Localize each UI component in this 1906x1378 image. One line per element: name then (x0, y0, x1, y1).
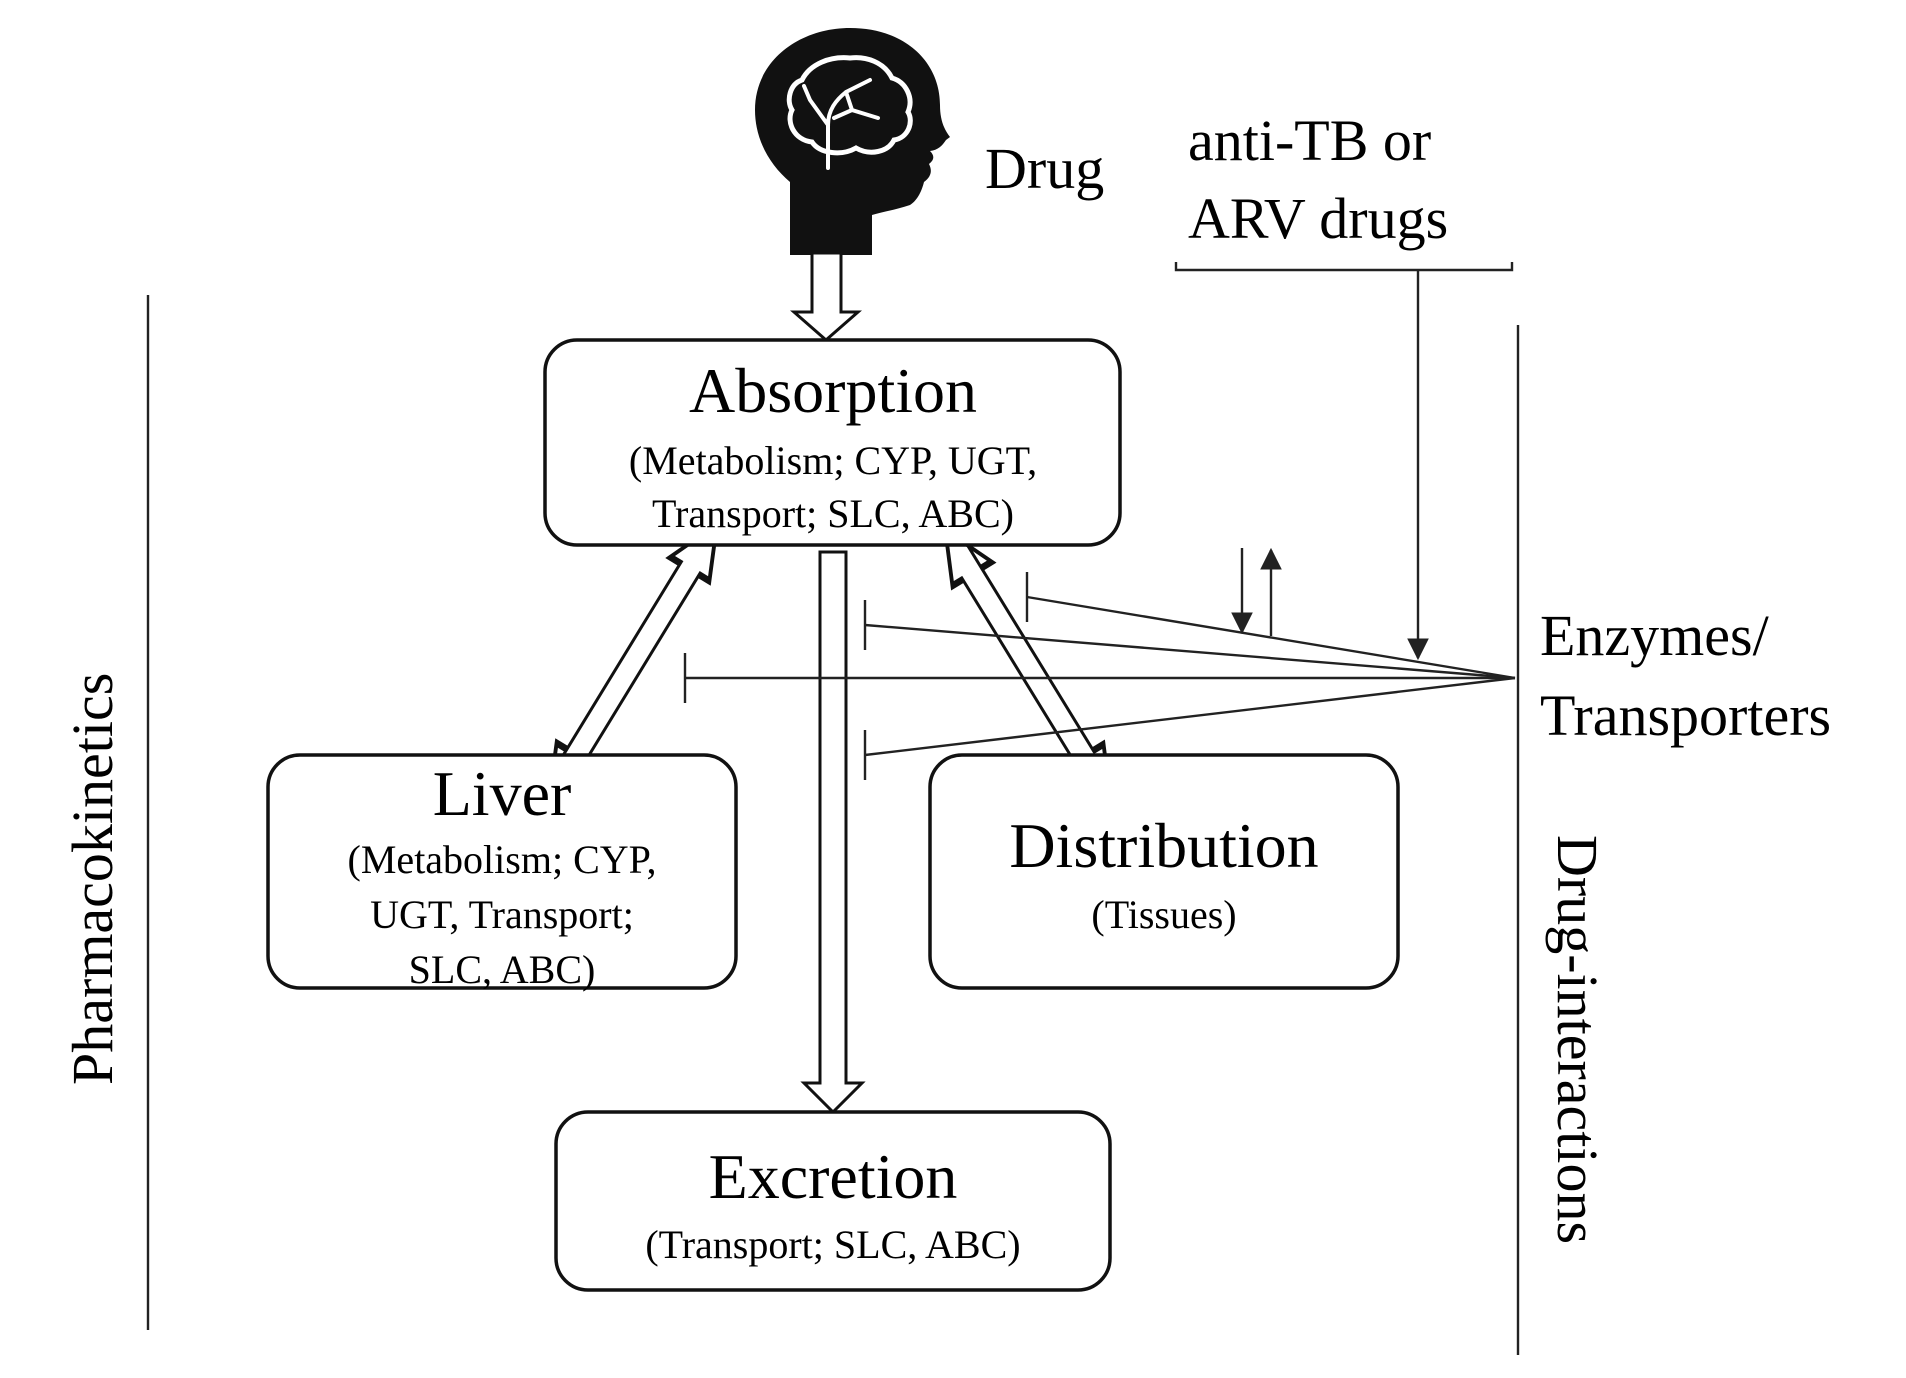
distribution-box: Distribution (Tissues) (928, 753, 1400, 990)
anti-drugs-bracket (1174, 262, 1514, 272)
absorption-line: (Metabolism; CYP, UGT, (629, 438, 1037, 483)
right-side-label: Drug-interactions (1545, 835, 1610, 1244)
enzymes-transporters-label: Enzymes/ Transporters (1540, 603, 1831, 748)
distribution-title: Distribution (1009, 810, 1318, 881)
arrow-absorption-to-excretion (800, 550, 866, 1115)
left-side-label: Pharmacokinetics (60, 673, 125, 1085)
absorption-line: Transport; SLC, ABC) (652, 491, 1014, 536)
distribution-line: (Tissues) (1091, 892, 1236, 937)
absorption-box: Absorption (Metabolism; CYP, UGT, Transp… (543, 338, 1122, 547)
liver-line: SLC, ABC) (409, 947, 596, 992)
inhibition-lines (683, 572, 1516, 780)
anti-drugs-line: anti-TB or (1188, 108, 1431, 173)
liver-box: Liver (Metabolism; CYP, UGT, Transport; … (266, 753, 738, 992)
arrow-drug-to-absorption (790, 251, 862, 342)
enzymes-line: Enzymes/ (1540, 603, 1770, 668)
liver-line: (Metabolism; CYP, (348, 837, 657, 882)
anti-drugs-label: anti-TB or ARV drugs (1188, 108, 1448, 251)
absorption-title: Absorption (689, 355, 977, 426)
liver-line: UGT, Transport; (370, 892, 634, 937)
liver-title: Liver (433, 758, 572, 829)
excretion-box: Excretion (Transport; SLC, ABC) (554, 1110, 1112, 1292)
anti-drugs-line: ARV drugs (1188, 186, 1448, 251)
transporters-line: Transporters (1540, 683, 1831, 748)
excretion-title: Excretion (709, 1141, 958, 1212)
head-with-brain-icon (755, 28, 950, 255)
drug-label: Drug (985, 136, 1104, 201)
excretion-line: (Transport; SLC, ABC) (645, 1222, 1020, 1267)
